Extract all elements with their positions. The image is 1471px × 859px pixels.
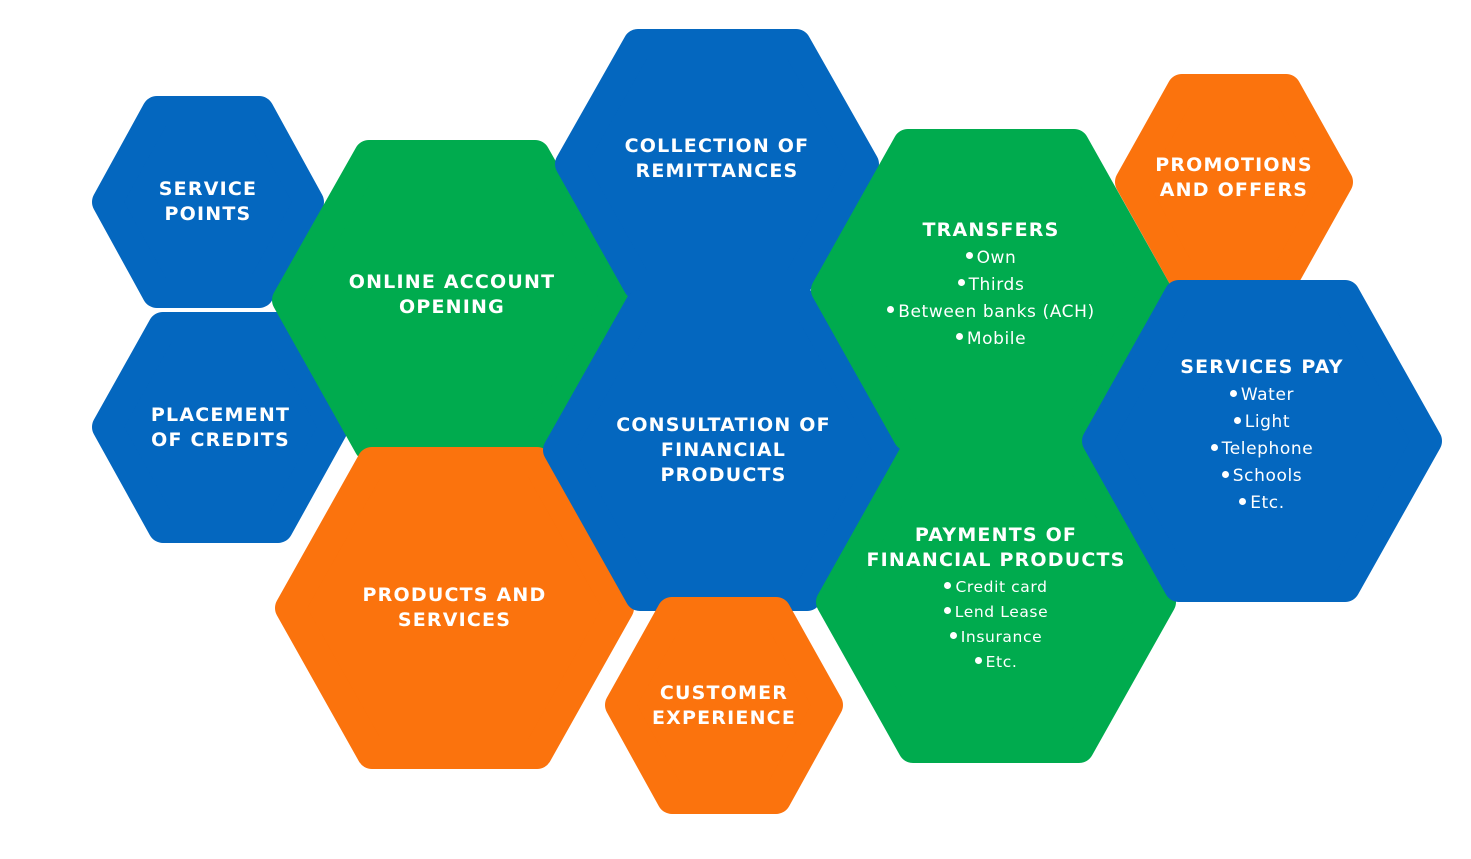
hex-title: PROMOTIONS AND OFFERS bbox=[1155, 154, 1313, 201]
bullet-dot-icon bbox=[974, 657, 982, 664]
hexagon-shape bbox=[92, 312, 349, 543]
hexagon-shape bbox=[1082, 280, 1442, 602]
bullet-dot-icon bbox=[1229, 389, 1237, 397]
hex-title: TRANSFERS bbox=[922, 218, 1060, 241]
bullet-item: Between banks (ACH) bbox=[887, 299, 1095, 326]
hex-collection-of-remittances: COLLECTION OF REMITTANCES bbox=[555, 29, 879, 300]
hex-title: PAYMENTS OF FINANCIAL PRODUCTS bbox=[866, 524, 1126, 571]
hexagon-path bbox=[272, 140, 632, 461]
hexagon-shape bbox=[543, 290, 904, 611]
bullet-item: Etc. bbox=[1211, 490, 1314, 517]
bullet-item: Mobile bbox=[887, 326, 1095, 353]
hex-payments-of-financial-products: PAYMENTS OF FINANCIAL PRODUCTS Credit ca… bbox=[816, 441, 1176, 763]
hex-placement-of-credits: PLACEMENT OF CREDITS bbox=[92, 312, 349, 543]
bullet-label: Credit card bbox=[955, 578, 1048, 596]
hex-title: PRODUCTS AND SERVICES bbox=[362, 584, 547, 631]
bullet-item: Lend Lease bbox=[943, 600, 1049, 625]
bullet-dot-icon bbox=[887, 306, 895, 313]
hexagon-shape bbox=[816, 441, 1176, 763]
bullet-item: Schools bbox=[1211, 463, 1314, 490]
bullet-dot-icon bbox=[943, 607, 951, 614]
hex-title: PLACEMENT OF CREDITS bbox=[150, 403, 291, 451]
hexagon-path bbox=[555, 29, 879, 300]
hex-content: CONSULTATION OF FINANCIAL PRODUCTS bbox=[616, 413, 831, 488]
hex-consultation-of-financial-products: CONSULTATION OF FINANCIAL PRODUCTS bbox=[543, 290, 904, 611]
hex-promotions-and-offers: PROMOTIONS AND OFFERS bbox=[1115, 74, 1353, 290]
hexagon-path bbox=[1115, 74, 1353, 290]
bullet-dot-icon bbox=[949, 632, 957, 639]
bullet-dot-icon bbox=[1210, 443, 1218, 451]
hex-content: ONLINE ACCOUNT OPENING bbox=[349, 270, 556, 320]
hex-title: SERVICES PAY bbox=[1180, 356, 1344, 378]
bullet-item: Thirds bbox=[887, 272, 1095, 299]
hexagon-shape bbox=[92, 96, 324, 308]
bullet-item: Insurance bbox=[944, 625, 1049, 650]
bullet-dot-icon bbox=[957, 279, 965, 286]
bullet-label: Light bbox=[1244, 412, 1291, 432]
hex-content: SERVICE POINTS bbox=[159, 177, 257, 227]
hex-content: PROMOTIONS AND OFFERS bbox=[1155, 153, 1313, 203]
bullet-dot-icon bbox=[965, 252, 973, 259]
bullet-label: Thirds bbox=[968, 274, 1025, 295]
hex-title: CONSULTATION OF FINANCIAL PRODUCTS bbox=[616, 414, 831, 486]
bullet-label: Telephone bbox=[1221, 439, 1314, 459]
hex-content: CUSTOMER EXPERIENCE bbox=[652, 681, 796, 731]
bullet-label: Etc. bbox=[985, 653, 1018, 671]
hexagon-path bbox=[92, 96, 324, 308]
bullet-item: Light bbox=[1211, 409, 1314, 436]
hexagon-path bbox=[816, 441, 1176, 763]
bullet-label: Own bbox=[976, 247, 1017, 268]
bullet-item: Etc. bbox=[944, 650, 1049, 675]
hex-title: ONLINE ACCOUNT OPENING bbox=[348, 270, 556, 318]
bullet-dot-icon bbox=[1239, 497, 1247, 505]
bullet-dot-icon bbox=[955, 333, 963, 340]
bullet-label: Lend Lease bbox=[954, 603, 1049, 621]
hexagon-path bbox=[275, 447, 634, 769]
hexagon-shape bbox=[811, 129, 1171, 451]
bullet-dot-icon bbox=[944, 582, 952, 589]
hex-title: SERVICE POINTS bbox=[158, 178, 258, 225]
bullet-dot-icon bbox=[1221, 470, 1229, 478]
hexagon-shape bbox=[555, 29, 879, 300]
hexagon-path bbox=[543, 290, 904, 611]
hex-products-and-services: PRODUCTS AND SERVICES bbox=[275, 447, 634, 769]
hex-title: COLLECTION OF REMITTANCES bbox=[624, 134, 810, 182]
bullet-dot-icon bbox=[1233, 416, 1241, 424]
hex-content: PRODUCTS AND SERVICES bbox=[363, 583, 547, 633]
bullet-label: Insurance bbox=[960, 628, 1043, 646]
hexagon-shape bbox=[1115, 74, 1353, 290]
bullet-item: Credit card bbox=[944, 575, 1049, 600]
bullet-item: Own bbox=[887, 245, 1095, 272]
hex-content: COLLECTION OF REMITTANCES bbox=[625, 134, 810, 184]
hexagon-shape bbox=[272, 140, 632, 461]
hex-customer-experience: CUSTOMER EXPERIENCE bbox=[605, 597, 843, 814]
bullet-label: Between banks (ACH) bbox=[898, 301, 1095, 322]
hex-content: PAYMENTS OF FINANCIAL PRODUCTS Credit ca… bbox=[866, 523, 1125, 675]
bullet-item: Telephone bbox=[1210, 436, 1314, 463]
hexagon-shape bbox=[275, 447, 634, 769]
hex-service-points: SERVICE POINTS bbox=[92, 96, 324, 308]
bullet-label: Etc. bbox=[1250, 493, 1285, 513]
hex-online-account-opening: ONLINE ACCOUNT OPENING bbox=[272, 140, 632, 461]
hex-content: PLACEMENT OF CREDITS bbox=[151, 403, 290, 453]
hexagon-path bbox=[811, 129, 1171, 451]
hexagon-path bbox=[605, 597, 843, 814]
hex-title: CUSTOMER EXPERIENCE bbox=[651, 681, 797, 729]
bullet-label: Schools bbox=[1232, 466, 1303, 486]
hexagon-path bbox=[92, 312, 349, 543]
hexagon-path bbox=[1082, 280, 1442, 602]
bullet-label: Mobile bbox=[966, 328, 1027, 349]
hexagon-shape bbox=[605, 597, 843, 814]
bullet-label: Water bbox=[1240, 385, 1295, 405]
bullet-item: Water bbox=[1211, 382, 1314, 409]
